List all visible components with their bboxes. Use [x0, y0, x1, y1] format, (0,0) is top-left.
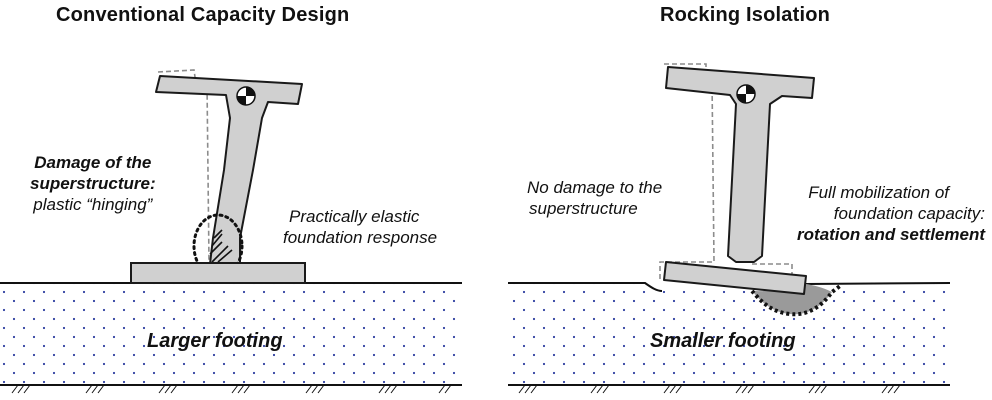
left-damage-label: Damage of the superstructure: plastic “h…: [30, 152, 156, 215]
right-pier: [663, 66, 815, 295]
left-footing: [130, 262, 306, 284]
right-footing-label: Smaller footing: [650, 330, 796, 352]
left-hinge-cracks: [209, 229, 233, 263]
left-damage-label-line2: superstructure:: [30, 174, 156, 193]
right-settlement-outline: [750, 284, 842, 317]
right-panel-title: Rocking Isolation: [660, 4, 831, 26]
left-foundation-label-line1: Practically elastic: [289, 207, 420, 226]
right-mobilization-label-line1: Full mobilization of: [808, 183, 949, 202]
left-foundation-label-line2: foundation response: [283, 228, 438, 247]
left-panel-title: Conventional Capacity Design: [56, 4, 350, 26]
left-damage-label-line3: plastic “hinging”: [33, 195, 153, 214]
right-mobilization-label-line3: rotation and settlement: [797, 225, 985, 244]
right-nodamage-label: No damage to the superstructure: [527, 177, 662, 219]
left-center-of-mass-icon: [236, 86, 256, 106]
right-ground-line: [508, 282, 951, 292]
right-nodamage-label-line1: No damage to the: [527, 178, 663, 197]
right-nodamage-label-line2: superstructure: [529, 199, 638, 218]
right-mobilization-label-line2: foundation capacity:: [833, 204, 985, 223]
right-center-of-mass-icon: [736, 84, 756, 104]
left-pier: [155, 75, 303, 265]
left-damage-label-line1: Damage of the: [34, 153, 152, 172]
right-mobilization-label: Full mobilization of foundation capacity…: [763, 182, 985, 245]
left-soil: [0, 283, 462, 385]
left-bedrock-hatch: [11, 384, 452, 394]
left-foundation-label: Practically elastic foundation response: [283, 206, 437, 248]
right-soil: [508, 283, 950, 385]
left-ghost-outline: [157, 69, 210, 263]
right-bedrock-hatch: [518, 384, 901, 394]
left-footing-label: Larger footing: [147, 330, 283, 352]
